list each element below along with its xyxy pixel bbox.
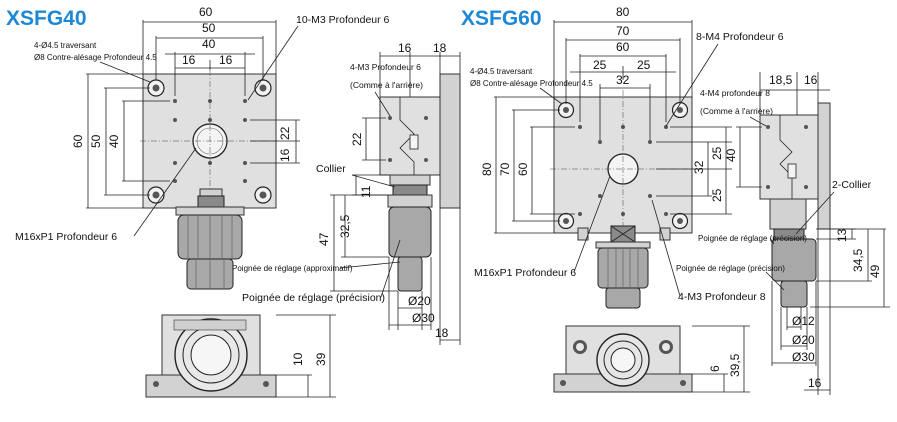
xsfg40-side-approx-knob [397,256,423,292]
xsfg40-dim-d20: Ø20 [408,294,431,308]
xsfg40-dim-s32-5: 32,5 [338,214,352,238]
xsfg60-dim-w70: 70 [616,24,630,38]
xsfg40-corner-holes [147,79,272,204]
xsfg60-side-approx-knob [780,280,808,308]
xsfg40-dim-s18: 18 [433,41,447,55]
xsfg60-corner-holes [557,101,689,230]
xsfg40-label-back-2: (Comme à l'arrière) [350,80,423,90]
xsfg60-label-collar: 2-Collier [832,179,872,191]
xsfg60-label-m3: 4-M3 Profondeur 8 [678,291,766,303]
xsfg40-knob-neck [175,206,245,216]
xsfg60-dim-s13: 13 [835,228,849,242]
xsfg40-label-through-2: Ø8 Contre-alésage Profondeur 4.5 [34,53,157,62]
xsfg40-label-knob-precise: Poignée de réglage (précision) [242,292,385,304]
xsfg40-label-thread: M16xP1 Profondeur 6 [15,231,117,243]
xsfg60-side-plate [817,102,831,230]
xsfg40-dim-s16: 16 [398,41,412,55]
xsfg40-label-collar: Collier [316,163,346,175]
xsfg60-dim-v32: 32 [692,160,706,174]
xsfg40-dim-h16: 16 [278,148,292,162]
xsfg60-title: XSFG60 [461,7,542,30]
xsfg60-label-holes: 8-M4 Profondeur 6 [696,31,784,43]
xsfg40-dim-w50: 50 [202,21,216,35]
xsfg40-dim-w60: 60 [199,5,213,19]
xsfg60-dim-f39-5: 39,5 [728,353,742,377]
xsfg60-dim-h70: 70 [498,162,512,176]
xsfg40-dim-w40: 40 [202,37,216,51]
xsfg60-side-precise-knob [771,238,817,282]
xsfg40-dim-s11: 11 [359,185,373,198]
xsfg40-dim-f10: 10 [291,352,305,366]
xsfg40-m3-holes [173,99,247,183]
xsfg40-side-plate [439,73,461,209]
xsfg60-dim-v40: 40 [724,148,738,162]
xsfg60-dim-f6: 6 [708,365,722,372]
xsfg60-dim-s18-5: 18,5 [769,73,793,87]
xsfg60-dim-s49: 49 [868,264,882,278]
xsfg40-dim-s18b: 18 [435,326,449,340]
xsfg40-dim-s22: 22 [350,132,364,146]
xsfg60-dim-s16b: 16 [808,376,822,390]
xsfg60-dim-d12: Ø12 [792,314,815,328]
xsfg60-dim-s34-5: 34,5 [851,248,865,272]
xsfg60-dim-w25a: 25 [593,58,607,72]
xsfg60-dim-s16: 16 [804,73,818,87]
xsfg40-dim-f39: 39 [314,352,328,366]
xsfg60-dim-v25a: 25 [710,146,724,160]
xsfg40-label-back-1: 4-M3 Profondeur 6 [350,62,421,72]
xsfg40-dim-s47: 47 [317,232,331,246]
xsfg40-dim-h40: 40 [107,134,121,148]
xsfg40-dim-h22: 22 [278,126,292,140]
xsfg60-dim-d20: Ø20 [792,333,815,347]
xsfg60-dim-w25b: 25 [637,58,651,72]
xsfg40-side-collar [389,174,431,186]
xsfg40-dim-w16a: 16 [182,53,196,67]
xsfg60-dim-v25b: 25 [710,188,724,202]
xsfg40-dim-w16b: 16 [219,53,233,67]
xsfg60-dim-w32: 32 [616,73,630,87]
xsfg40-label-knob-approx: Poignée de réglage (approximatif) [232,264,353,273]
xsfg60-label-through-1: 4-Ø4.5 traversant [470,67,533,76]
xsfg40-title: XSFG40 [6,7,87,30]
xsfg60-label-knob-precise: Poignée de réglage (précision) [698,234,807,243]
xsfg40-dim-h50: 50 [89,134,103,148]
xsfg60-dim-h60: 60 [516,162,530,176]
xsfg60-label-thread: M16xP1 Profondeur 6 [474,267,576,279]
xsfg60-dim-w80: 80 [616,5,630,19]
xsfg60-drawing: XSFG60 [461,5,890,395]
xsfg40-dim-h60: 60 [71,134,85,148]
xsfg60-dim-w60: 60 [616,40,630,54]
xsfg60-dim-h80: 80 [480,162,494,176]
xsfg60-side-body [759,114,819,200]
xsfg60-label-through-2: Ø8 Contre-alésage Profondeur 4.5 [470,79,593,88]
xsfg60-label-back-1: 4-M4 profondeur 8 [700,88,770,98]
xsfg40-label-holes: 10-M3 Profondeur 6 [296,14,390,26]
xsfg60-approx-knob [605,287,641,309]
xsfg40-dim-d30: Ø30 [412,311,435,325]
xsfg40-label-through-1: 4-Ø4.5 traversant [34,41,97,50]
xsfg40-side-precise-knob [388,206,432,258]
xsfg60-dim-d30: Ø30 [792,350,815,364]
xsfg40-drawing: XSFG40 [6,5,461,398]
xsfg60-label-knob-approx: Poignée de réglage (précision) [676,264,785,273]
xsfg60-label-back-2: (Comme à l'arrière) [700,106,773,116]
